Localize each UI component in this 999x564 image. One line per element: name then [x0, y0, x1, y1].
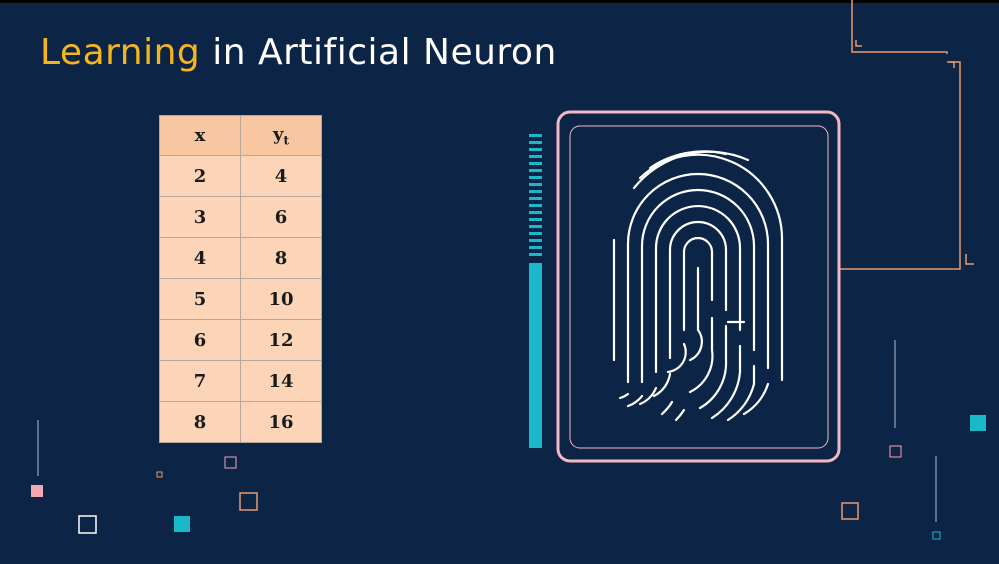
cell-y: 12: [240, 319, 322, 361]
table-header-row: x yt: [159, 115, 322, 156]
fingerprint-icon: [612, 150, 784, 422]
cell-y: 4: [240, 155, 322, 197]
cell-x: 8: [159, 401, 241, 443]
scanner-frame: [556, 110, 841, 463]
cell-y: 10: [240, 278, 322, 320]
cell-y: 6: [240, 196, 322, 238]
title-rest: in Artificial Neuron: [200, 32, 557, 73]
slide-title: Learning in Artificial Neuron: [40, 32, 557, 73]
header-y-letter: y: [272, 123, 284, 145]
top-border: [0, 0, 999, 3]
decorative-lines: [37, 340, 937, 522]
header-y: yt: [240, 115, 322, 156]
cell-x: 7: [159, 360, 241, 402]
circuit-lines: [840, 0, 974, 270]
cell-x: 2: [159, 155, 241, 197]
scan-level-bar: [529, 134, 542, 448]
cell-y: 8: [240, 237, 322, 279]
title-highlight: Learning: [40, 32, 201, 73]
cell-y: 16: [240, 401, 322, 443]
header-y-subscript: t: [283, 133, 289, 148]
cell-x: 6: [159, 319, 241, 361]
cell-x: 5: [159, 278, 241, 320]
header-x: x: [159, 115, 241, 156]
decorative-squares: [31, 415, 986, 540]
